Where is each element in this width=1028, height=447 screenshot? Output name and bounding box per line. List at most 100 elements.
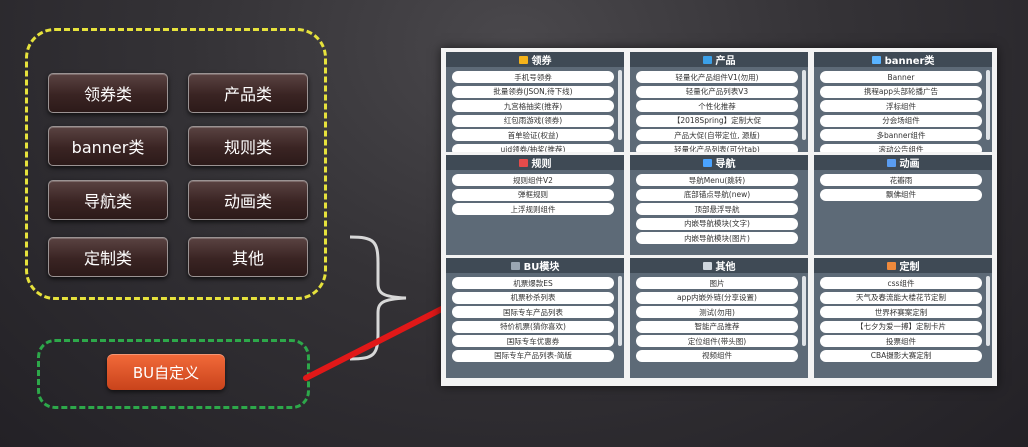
scrollbar[interactable] [618,70,622,140]
component-item[interactable]: 机票爆款ES [452,277,614,289]
component-item[interactable]: 手机号领券 [452,71,614,83]
component-item[interactable]: 定位组件(带头图) [636,335,798,347]
component-item[interactable]: 投票组件 [820,335,982,347]
section-card: BU模块机票爆款ES 机票秒杀列表国际专车产品列表特价机票(猜你喜欢) 国际专车优惠… [446,258,624,378]
scrollbar[interactable] [986,276,990,346]
section-title: 领券 [531,56,552,67]
component-item[interactable]: 世界杯赛案定制 [820,306,982,318]
component-item[interactable]: 飘佛组件 [820,188,982,201]
bu-custom-button[interactable]: BU自定义 [107,354,225,390]
section-title: 规则 [531,159,552,170]
component-item[interactable]: 顶部悬浮导航 [636,203,798,215]
category-button-nav[interactable]: 导航类 [48,180,168,220]
rules-icon [518,158,528,167]
component-item[interactable]: 天气及春流能大楼花节定制 [820,291,982,304]
component-item[interactable]: 视频组件 [636,349,798,362]
component-item[interactable]: 国际专车产品列表 [452,306,614,318]
section-item-list: css组件天气及春流能大楼花节定制世界杯赛案定制【七夕为爱一搏】定制卡片投票组件… [814,273,992,362]
section-title: 产品 [715,56,736,67]
section-card: 规则规则组件V2 弹框规则上浮规则组件 [446,155,624,255]
bu-icon [510,261,520,270]
component-item[interactable]: 九宫格抽奖(推荐) [452,100,614,112]
component-item[interactable]: 弹框规则 [452,188,614,201]
category-button-other[interactable]: 其他 [188,237,308,277]
component-item[interactable]: 测试(勿用) [636,306,798,318]
section-card: banner类 Banner 携程app头部轮播广告浮标组件分会场组件多banner… [814,52,992,152]
section-title: banner类 [884,56,935,67]
section-header: 产品 [630,52,808,67]
category-button-banner[interactable]: banner类 [48,126,168,166]
component-item[interactable]: 红包雨游戏(领券) [452,114,614,127]
section-item-list: 图片 app内嵌外链(分享设置) 测试(勿用) 智能产品推荐定位组件(带头图) 视频组件 [630,273,808,362]
component-item[interactable]: 【七夕为爱一搏】定制卡片 [820,320,982,333]
component-item[interactable]: 规则组件V2 [452,174,614,186]
component-item[interactable]: 滚动公告组件 [820,143,982,152]
section-title: 导航 [715,159,736,170]
category-button-custom[interactable]: 定制类 [48,237,168,277]
section-header: 导航 [630,155,808,170]
component-item[interactable]: app内嵌外链(分享设置) [636,291,798,304]
link-icon [871,55,881,64]
section-item-list: 规则组件V2 弹框规则上浮规则组件 [446,170,624,215]
component-item[interactable]: 内嵌导航模块(文字) [636,217,798,230]
component-item[interactable]: 分会场组件 [820,114,982,127]
component-item[interactable]: 产品大促(自带定位, 源版) [636,129,798,141]
section-header: 定制 [814,258,992,273]
component-item[interactable]: 浮标组件 [820,100,982,112]
section-item-list: 导航Menu(跳转) 底部锚点导航(new) 顶部悬浮导航内嵌导航模块(文字) 内嵌导… [630,170,808,244]
category-button-animation[interactable]: 动画类 [188,180,308,220]
component-item[interactable]: 批量领券(JSON,待下线) [452,85,614,98]
section-header: 其他 [630,258,808,273]
component-item[interactable]: 导航Menu(跳转) [636,174,798,186]
section-item-list: 轻量化产品组件V1(勿用) 轻量化产品列表V3 个性化推荐【2018Spring】定… [630,67,808,152]
section-header: banner类 [814,52,992,67]
component-item[interactable]: 底部锚点导航(new) [636,188,798,201]
section-header: 规则 [446,155,624,170]
section-card: 产品轻量化产品组件V1(勿用) 轻量化产品列表V3 个性化推荐【2018Spring… [630,52,808,152]
component-item[interactable]: 国际专车产品列表-简版 [452,349,614,362]
other-icon [702,261,712,270]
scrollbar[interactable] [986,70,990,140]
component-item[interactable]: 国际专车优惠券 [452,335,614,347]
component-item[interactable]: css组件 [820,277,982,289]
component-item[interactable]: 个性化推荐 [636,100,798,112]
component-item[interactable]: 轻量化产品列表(可分tab) [636,143,798,152]
category-button-product[interactable]: 产品类 [188,73,308,113]
component-item[interactable]: 机票秒杀列表 [452,291,614,304]
component-item[interactable]: 花瓣雨 [820,174,982,186]
component-item[interactable]: 内嵌导航模块(图片) [636,232,798,244]
component-item[interactable]: CBA摄影大赛定制 [820,349,982,362]
component-item[interactable]: 智能产品推荐 [636,320,798,333]
section-card: 领券手机号领券批量领券(JSON,待下线) 九宫格抽奖(推荐) 红包雨游戏(领券) 首… [446,52,624,152]
scrollbar[interactable] [802,70,806,140]
category-button-coupon[interactable]: 领券类 [48,73,168,113]
section-item-list: 机票爆款ES 机票秒杀列表国际专车产品列表特价机票(猜你喜欢) 国际专车优惠券国际专… [446,273,624,362]
grid-icon [702,55,712,64]
component-item[interactable]: 图片 [636,277,798,289]
category-button-rules[interactable]: 规则类 [188,126,308,166]
component-item[interactable]: 特价机票(猜你喜欢) [452,320,614,333]
section-item-list: 手机号领券批量领券(JSON,待下线) 九宫格抽奖(推荐) 红包雨游戏(领券) 首单验… [446,67,624,152]
scrollbar[interactable] [802,276,806,346]
section-title: 动画 [899,159,920,170]
section-grid: 领券手机号领券批量领券(JSON,待下线) 九宫格抽奖(推荐) 红包雨游戏(领券) 首… [446,52,992,378]
component-item[interactable]: Banner [820,71,982,83]
component-item[interactable]: 多banner组件 [820,129,982,141]
component-item[interactable]: 轻量化产品组件V1(勿用) [636,71,798,83]
animation-icon [886,158,896,167]
component-item[interactable]: 携程app头部轮播广告 [820,85,982,98]
section-card: 其他图片 app内嵌外链(分享设置) 测试(勿用) 智能产品推荐定位组件(带头图) 视频… [630,258,808,378]
component-item[interactable]: 上浮规则组件 [452,203,614,215]
scrollbar[interactable] [618,276,622,346]
component-item[interactable]: 轻量化产品列表V3 [636,85,798,98]
section-title: 其他 [715,262,736,273]
section-item-list: 花瓣雨飘佛组件 [814,170,992,201]
section-card: 动画花瓣雨飘佛组件 [814,155,992,255]
section-header: BU模块 [446,258,624,273]
section-title: 定制 [899,262,920,273]
component-item[interactable]: 首单验证(权益) [452,129,614,141]
component-item[interactable]: uid领券/抽奖(推荐) [452,143,614,152]
component-library-panel: 领券手机号领券批量领券(JSON,待下线) 九宫格抽奖(推荐) 红包雨游戏(领券) 首… [441,48,997,386]
section-header: 动画 [814,155,992,170]
component-item[interactable]: 【2018Spring】定制大促 [636,114,798,127]
